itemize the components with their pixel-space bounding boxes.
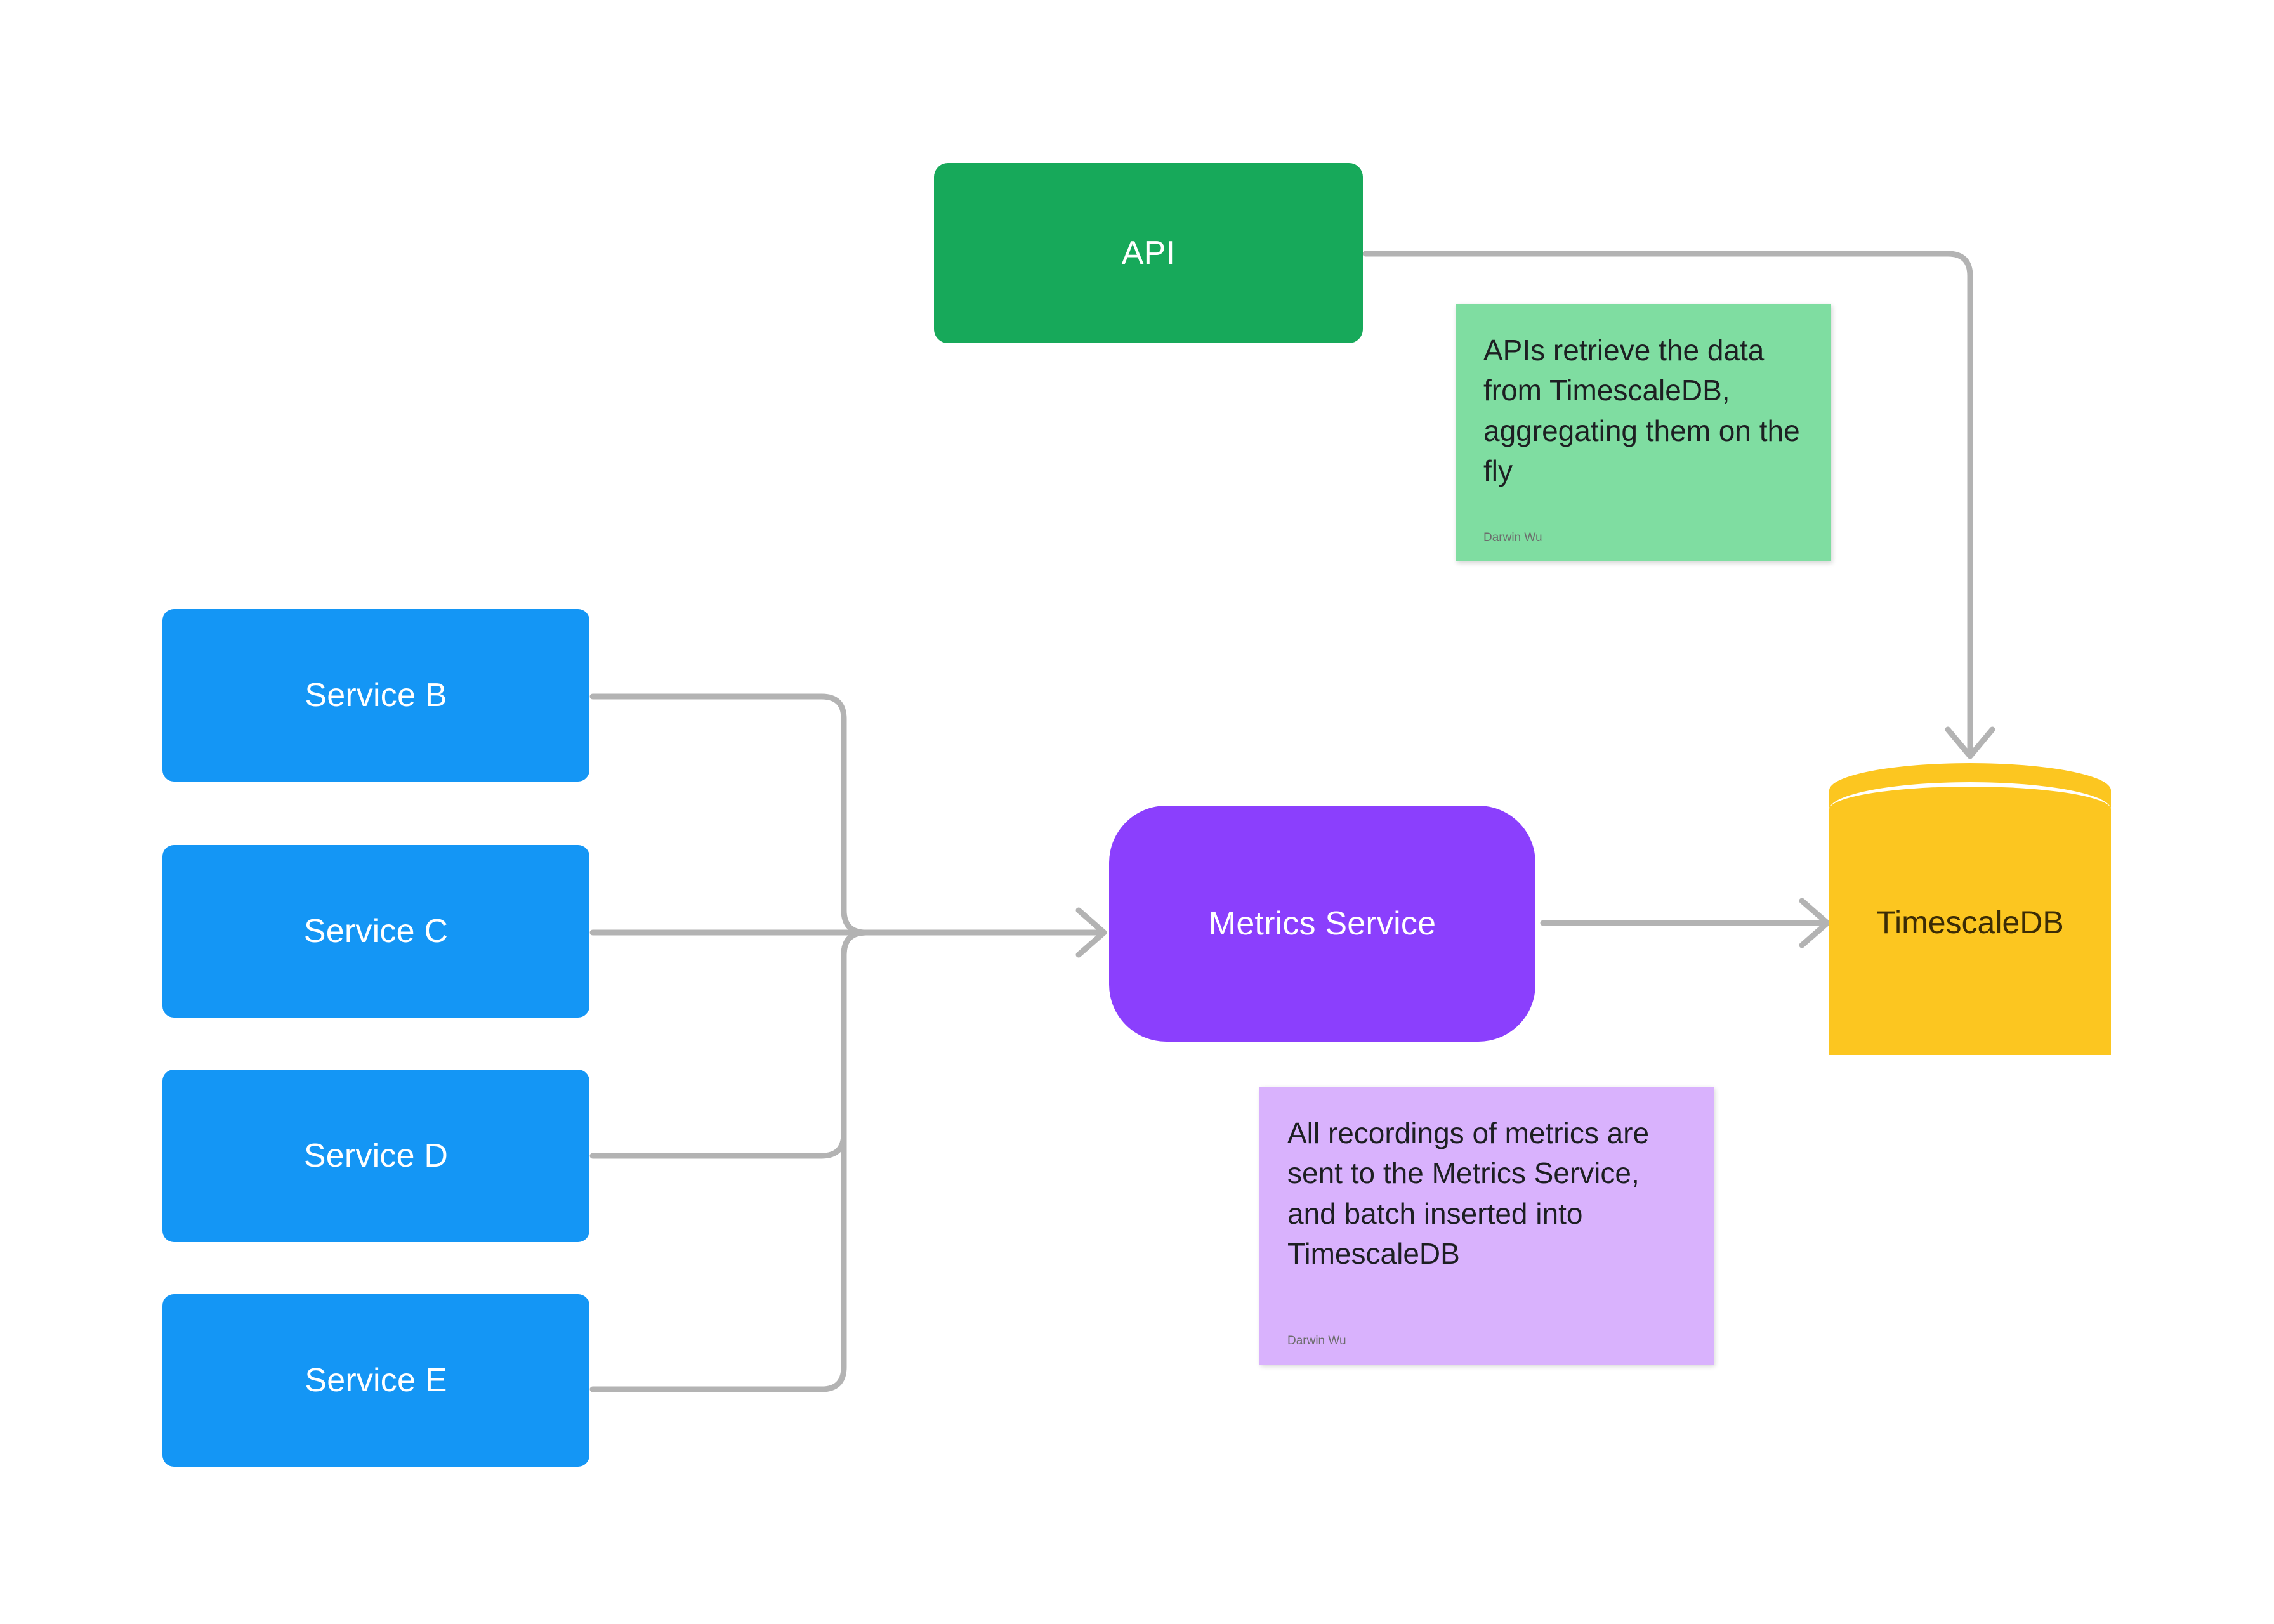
node-metrics-service[interactable]: Metrics Service	[1109, 806, 1535, 1042]
edge-service-b	[589, 693, 869, 936]
sticky-note-metrics-author: Darwin Wu	[1287, 1334, 1346, 1347]
sticky-note-metrics[interactable]: All recordings of metrics are sent to th…	[1259, 1087, 1714, 1365]
sticky-note-api-author: Darwin Wu	[1483, 531, 1542, 544]
node-service-b-label: Service B	[305, 676, 447, 714]
node-service-c[interactable]: Service C	[162, 845, 589, 1018]
node-timescaledb-label: TimescaleDB	[1876, 905, 2064, 940]
node-service-d[interactable]: Service D	[162, 1070, 589, 1242]
sticky-note-metrics-text: All recordings of metrics are sent to th…	[1287, 1116, 1657, 1271]
edge-service-e	[589, 929, 869, 1392]
node-timescaledb[interactable]: TimescaleDB	[1829, 763, 2111, 1082]
node-api[interactable]: API	[934, 163, 1363, 343]
arrowhead-to-db-horizontal	[1799, 898, 1830, 948]
sticky-note-api[interactable]: APIs retrieve the data from TimescaleDB,…	[1456, 304, 1831, 561]
node-service-e[interactable]: Service E	[162, 1294, 589, 1467]
node-service-b[interactable]: Service B	[162, 609, 589, 782]
node-api-label: API	[1121, 234, 1176, 272]
arrowhead-to-db-vertical	[1945, 726, 1995, 759]
node-metrics-service-label: Metrics Service	[1208, 905, 1436, 942]
arrowhead-to-metrics	[1075, 907, 1107, 958]
sticky-note-api-text: APIs retrieve the data from TimescaleDB,…	[1483, 334, 1808, 488]
node-service-d-label: Service D	[303, 1137, 449, 1174]
node-service-e-label: Service E	[305, 1361, 447, 1399]
node-service-c-label: Service C	[303, 912, 449, 950]
cylinder-rim-highlight	[1829, 782, 2111, 837]
edge-service-d	[589, 929, 869, 1159]
